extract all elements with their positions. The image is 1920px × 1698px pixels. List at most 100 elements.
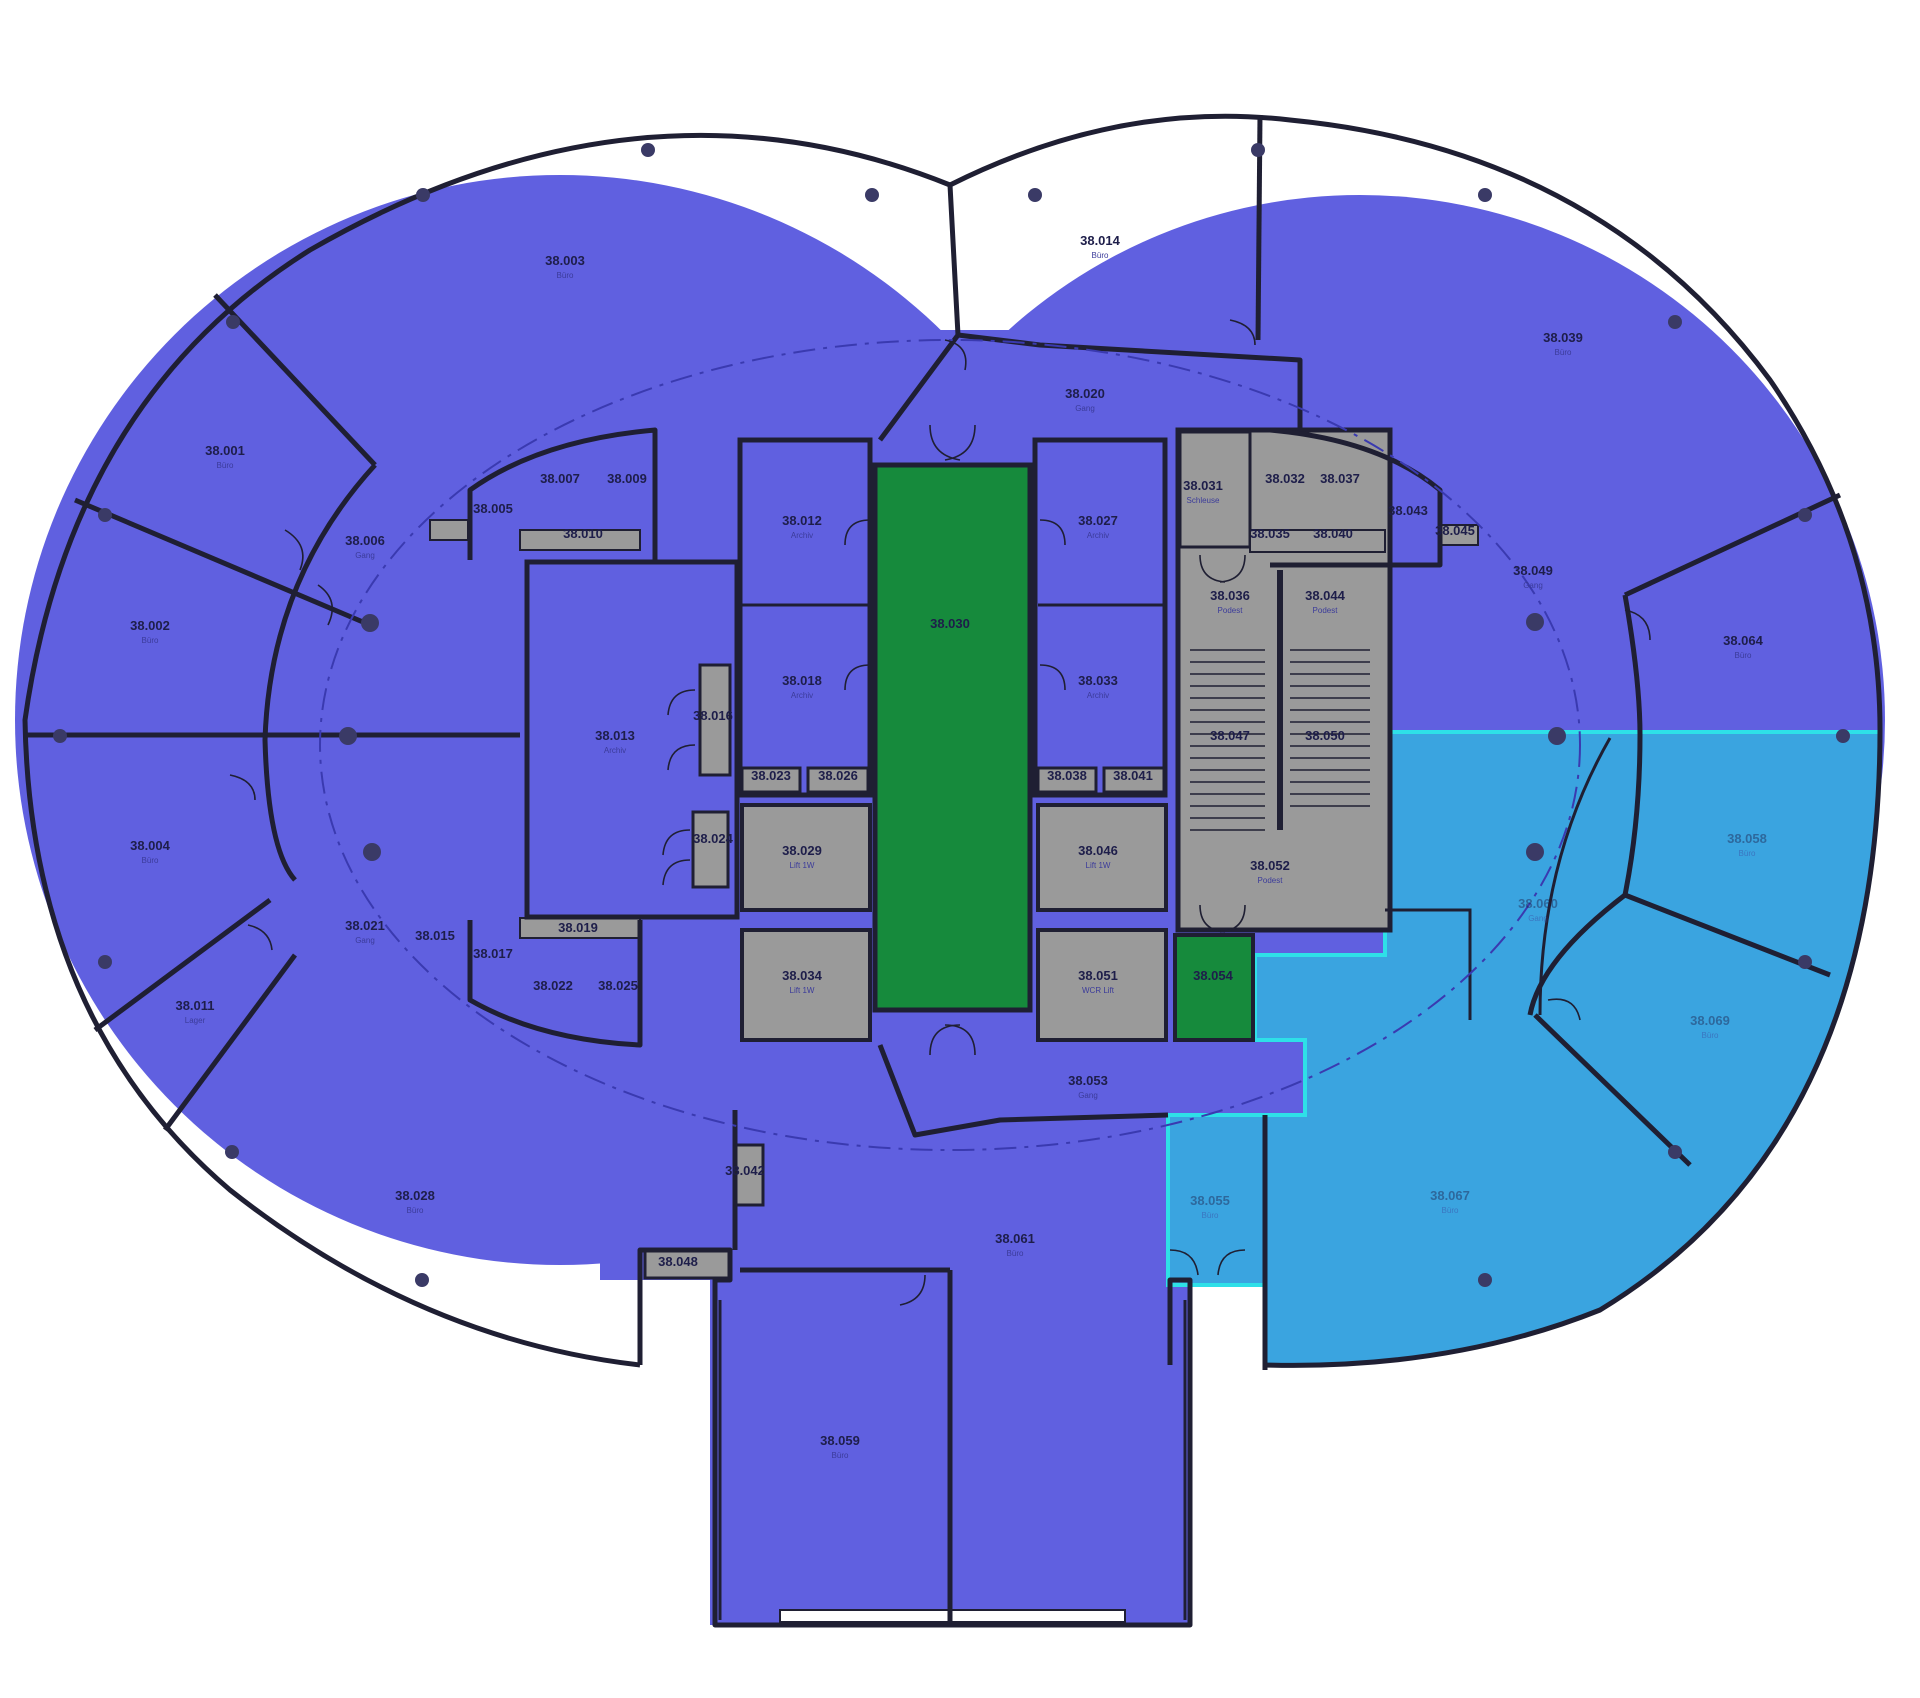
room-number-38-013[interactable]: 38.013: [595, 728, 635, 743]
room-number-38-031[interactable]: 38.031: [1183, 478, 1223, 493]
room-number-38-043[interactable]: 38.043: [1388, 503, 1428, 518]
door-swing: [1229, 319, 1256, 346]
room-use-38-002: Büro: [142, 636, 159, 645]
room-number-38-048[interactable]: 38.048: [658, 1254, 698, 1269]
room-number-38-038[interactable]: 38.038: [1047, 768, 1087, 783]
room-number-38-033[interactable]: 38.033: [1078, 673, 1118, 688]
room-number-38-039[interactable]: 38.039: [1543, 330, 1583, 345]
room-number-38-001[interactable]: 38.001: [205, 443, 245, 458]
doors: [229, 319, 1651, 1306]
small-38: [1036, 766, 1098, 794]
room-number-38-019[interactable]: 38.019: [558, 920, 598, 935]
wc-pod-lower-left: [467, 920, 643, 1048]
column: [641, 143, 655, 157]
room-number-38-032[interactable]: 38.032: [1265, 471, 1305, 486]
door-swing: [944, 424, 976, 461]
room-number-38-055[interactable]: 38.055: [1190, 1193, 1230, 1208]
room-number-38-014[interactable]: 38.014: [1080, 233, 1121, 248]
room-number-38-047[interactable]: 38.047: [1210, 728, 1250, 743]
room-number-38-022[interactable]: 38.022: [533, 978, 573, 993]
room-number-38-007[interactable]: 38.007: [540, 471, 580, 486]
column: [1028, 188, 1042, 202]
room-number-38-050[interactable]: 38.050: [1305, 728, 1345, 743]
core-shaft-left: [737, 437, 873, 798]
room-use-38-020: Gang: [1075, 404, 1095, 413]
room-number-38-015[interactable]: 38.015: [415, 928, 455, 943]
room-number-38-020[interactable]: 38.020: [1065, 386, 1105, 401]
room-number-38-028[interactable]: 38.028: [395, 1188, 435, 1203]
room-number-38-061[interactable]: 38.061: [995, 1231, 1035, 1246]
room-number-38-042[interactable]: 38.042: [725, 1163, 765, 1178]
column: [225, 1145, 239, 1159]
door-swing: [667, 744, 696, 771]
room-number-38-006[interactable]: 38.006: [345, 533, 385, 548]
room-number-38-003[interactable]: 38.003: [545, 253, 585, 268]
room-number-38-017[interactable]: 38.017: [473, 946, 513, 961]
room-number-38-023[interactable]: 38.023: [751, 768, 791, 783]
room-number-38-036[interactable]: 38.036: [1210, 588, 1250, 603]
room-use-38-029: Lift 1W: [790, 861, 815, 870]
stairs-left: [1190, 649, 1265, 831]
room-number-38-046[interactable]: 38.046: [1078, 843, 1118, 858]
room-number-38-009[interactable]: 38.009: [607, 471, 647, 486]
room-use-38-051: WCR Lift: [1082, 986, 1115, 995]
door-swing: [1217, 1249, 1246, 1276]
room-number-38-052[interactable]: 38.052: [1250, 858, 1290, 873]
room-number-38-069[interactable]: 38.069: [1690, 1013, 1730, 1028]
room-number-38-059[interactable]: 38.059: [820, 1433, 860, 1448]
column: [1668, 1145, 1682, 1159]
room-number-38-024[interactable]: 38.024: [693, 831, 734, 846]
room-number-38-018[interactable]: 38.018: [782, 673, 822, 688]
room-number-38-012[interactable]: 38.012: [782, 513, 822, 528]
room-number-38-026[interactable]: 38.026: [818, 768, 858, 783]
vestibule-31: [1178, 430, 1252, 549]
small-41: [1102, 766, 1166, 794]
room-use-38-061: Büro: [1007, 1249, 1024, 1258]
room-number-38-060[interactable]: 38.060: [1518, 896, 1558, 911]
room-number-38-044[interactable]: 38.044: [1305, 588, 1346, 603]
wc-upper-left: [519, 529, 641, 551]
room-use-38-046: Lift 1W: [1086, 861, 1111, 870]
room-number-38-004[interactable]: 38.004: [130, 838, 171, 853]
room-use-38-006: Gang: [355, 551, 375, 560]
room-number-38-027[interactable]: 38.027: [1078, 513, 1118, 528]
room-use-38-059: Büro: [832, 1451, 849, 1460]
room-number-38-025[interactable]: 38.025: [598, 978, 638, 993]
room-number-38-029[interactable]: 38.029: [782, 843, 822, 858]
room-number-38-058[interactable]: 38.058: [1727, 831, 1767, 846]
room-number-38-037[interactable]: 38.037: [1320, 471, 1360, 486]
room-number-38-045[interactable]: 38.045: [1435, 523, 1475, 538]
room-number-38-034[interactable]: 38.034: [782, 968, 823, 983]
door-swing: [844, 519, 871, 546]
room-number-38-053[interactable]: 38.053: [1068, 1073, 1108, 1088]
column: [226, 315, 240, 329]
stairs-right: [1290, 649, 1370, 807]
column: [98, 508, 112, 522]
lift-51: [1036, 928, 1168, 1042]
room-number-38-005[interactable]: 38.005: [473, 501, 513, 516]
room-number-38-040[interactable]: 38.040: [1313, 526, 1353, 541]
room-number-38-051[interactable]: 38.051: [1078, 968, 1118, 983]
room-number-38-011[interactable]: 38.011: [175, 998, 214, 1013]
room-number-38-010[interactable]: 38.010: [563, 526, 603, 541]
room-number-38-030[interactable]: 38.030: [930, 616, 970, 631]
room-number-38-054[interactable]: 38.054: [1193, 968, 1234, 983]
room-number-38-067[interactable]: 38.067: [1430, 1188, 1470, 1203]
room-number-38-002[interactable]: 38.002: [130, 618, 170, 633]
room-use-38-018: Archiv: [791, 691, 813, 700]
column: [415, 1273, 429, 1287]
room-number-38-035[interactable]: 38.035: [1250, 526, 1290, 541]
column: [361, 614, 379, 632]
room-number-38-049[interactable]: 38.049: [1513, 563, 1553, 578]
column: [1836, 729, 1850, 743]
door-swing: [1547, 998, 1581, 1021]
room-number-38-021[interactable]: 38.021: [345, 918, 385, 933]
column: [1526, 843, 1544, 861]
room-number-38-016[interactable]: 38.016: [693, 708, 733, 723]
south-annex-lower: [740, 1270, 1180, 1625]
room-use-38-069: Büro: [1702, 1031, 1719, 1040]
room-number-38-064[interactable]: 38.064: [1723, 633, 1764, 648]
wall-r6: [1622, 734, 1643, 896]
door-swing: [247, 924, 273, 951]
room-number-38-041[interactable]: 38.041: [1113, 768, 1153, 783]
